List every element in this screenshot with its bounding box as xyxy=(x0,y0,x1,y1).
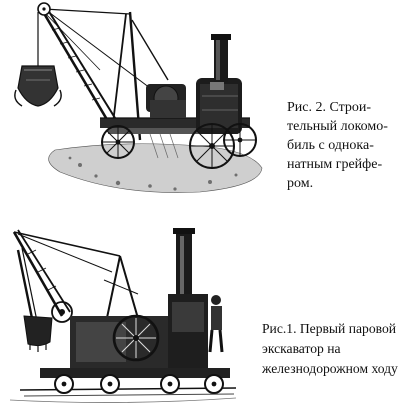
caption-top-line-2: тельный локомо- xyxy=(287,119,388,134)
caption-top-line-1: Рис. 2. Строи- xyxy=(287,100,372,115)
figure-caption-bottom: Рис.1. Первый паровой экскаватор на желе… xyxy=(262,319,401,379)
caption-top-line-3: биль с однока- xyxy=(287,138,374,153)
locomobile-grab-illustration xyxy=(0,0,268,198)
steam-excavator-illustration xyxy=(0,220,240,410)
caption-bottom-line-3: железнодорожном ходу xyxy=(262,361,398,376)
caption-top-line-5: ром. xyxy=(287,176,314,191)
figure-caption-top: Рис. 2. Строи- тельный локомо- биль с од… xyxy=(287,98,399,193)
caption-top-line-4: натным грейфе- xyxy=(287,157,383,172)
caption-bottom-line-2: экскаватор на xyxy=(262,341,341,356)
caption-bottom-line-1: Рис.1. Первый паровой xyxy=(262,321,397,336)
